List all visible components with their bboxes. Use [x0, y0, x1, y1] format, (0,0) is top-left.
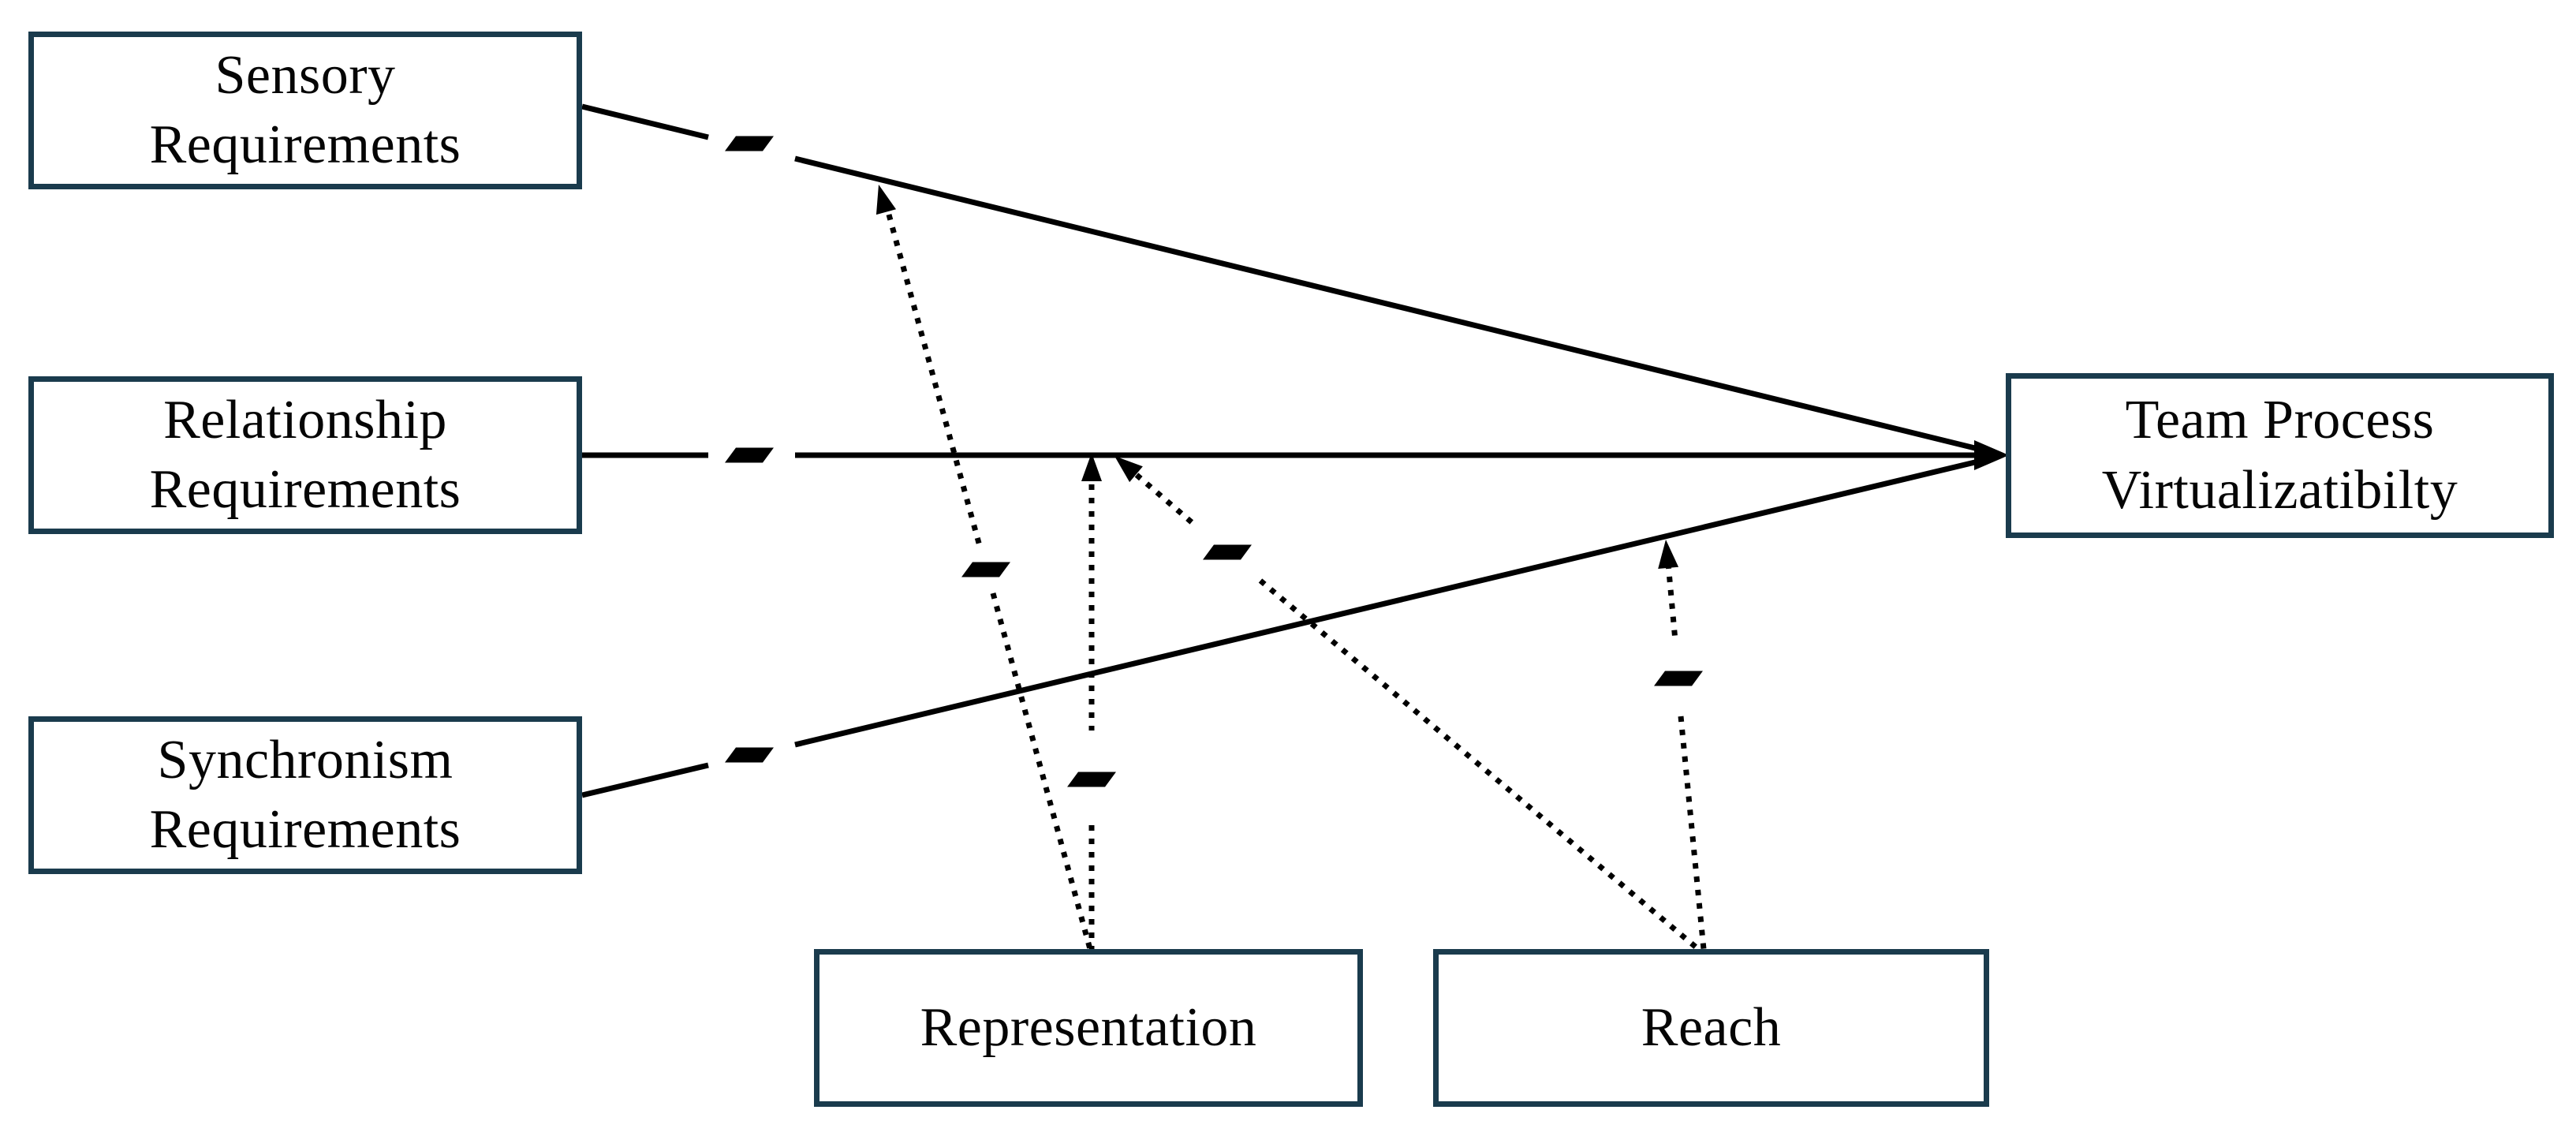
node-representation: Representation	[814, 949, 1363, 1107]
dotted-connector-line	[1665, 562, 1678, 641]
node-label-line: Synchronism	[157, 729, 454, 790]
node-synchronism-requirements: Synchronism Requirements	[28, 716, 582, 874]
edge-representation-sensory-tpv	[875, 185, 1093, 950]
minus-sign	[1067, 772, 1116, 787]
minus-sign	[1203, 544, 1252, 560]
node-label-line: Sensory	[215, 44, 396, 106]
dotted-connector-line	[1678, 716, 1707, 950]
arrowhead	[1081, 453, 1102, 481]
solid-connector-line	[794, 155, 1979, 452]
arrowhead	[1658, 540, 1679, 569]
dotted-connector-line	[886, 214, 983, 547]
edge-reach-relationship-tpv	[1114, 456, 1701, 951]
edge-sensory-tpv	[581, 103, 1979, 452]
node-team-process-virtualizability: Team Process Virtualizatibilty	[2006, 373, 2554, 538]
minus-sign	[961, 562, 1010, 577]
edge-representation-relationship-tpv	[1067, 453, 1116, 949]
edge-relationship-tpv	[582, 440, 2009, 470]
node-label-line: Team Process	[2125, 390, 2435, 451]
node-label-line: Requirements	[149, 459, 461, 520]
node-relationship-requirements: Relationship Requirements	[28, 376, 582, 534]
node-sensory-requirements: Sensory Requirements	[28, 32, 582, 189]
dotted-connector-line	[990, 592, 1093, 950]
node-reach: Reach	[1433, 949, 1989, 1107]
node-label-line: Virtualizatibilty	[2101, 459, 2458, 521]
node-label-line: Requirements	[149, 114, 461, 175]
edge-synchronism-tpv	[581, 458, 1979, 798]
arrowhead	[875, 185, 897, 215]
minus-sign	[725, 136, 774, 151]
node-label-line: Reach	[1641, 996, 1782, 1058]
solid-connector-line	[794, 458, 1979, 748]
solid-connector-line	[581, 762, 709, 798]
node-label-line: Requirements	[149, 799, 461, 860]
node-label-line: Representation	[920, 996, 1257, 1058]
arrowhead	[1114, 456, 1143, 483]
solid-connector-line	[581, 103, 709, 140]
dotted-connector-line	[1134, 473, 1195, 525]
node-label-line: Relationship	[163, 389, 447, 450]
dotted-connector-line	[1258, 578, 1701, 951]
minus-sign	[1654, 671, 1703, 686]
minus-sign	[725, 747, 774, 763]
arrowhead	[1974, 440, 2009, 470]
edge-reach-synchronism-tpv	[1654, 540, 1707, 950]
minus-sign	[725, 447, 774, 463]
